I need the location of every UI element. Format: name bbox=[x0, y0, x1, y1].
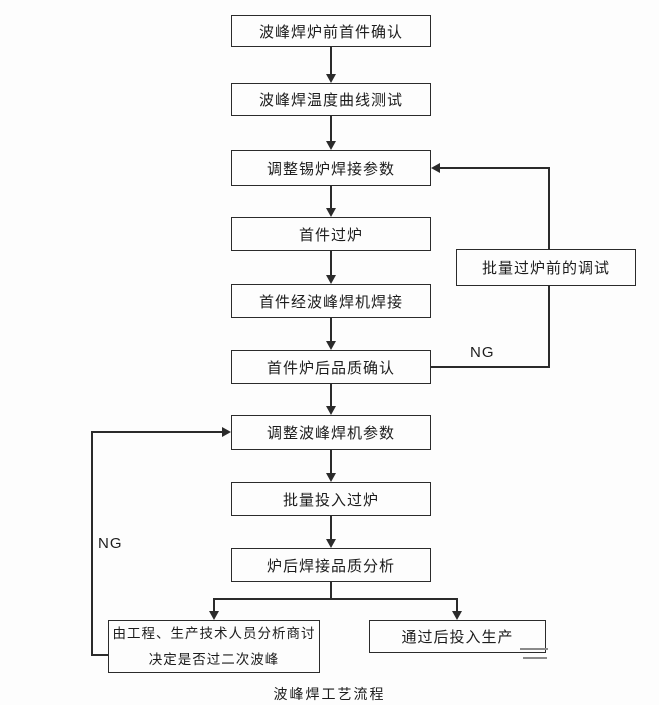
node-put-into-production: 通过后投入生产 bbox=[369, 620, 546, 653]
arrow-8-line bbox=[330, 516, 332, 539]
artifact-mark-1 bbox=[520, 648, 548, 650]
flowchart-caption: 波峰焊工艺流程 bbox=[273, 686, 386, 702]
artifact-mark-2 bbox=[523, 657, 547, 659]
arrow-1-head bbox=[326, 74, 336, 83]
arrow-3-line bbox=[330, 186, 332, 208]
arrow-3-head bbox=[326, 208, 336, 217]
engineer-discussion-line1: 由工程、生产技术人员分析商讨 bbox=[112, 625, 316, 641]
node-first-piece-pass: 首件过炉 bbox=[231, 217, 431, 251]
right-loop-head bbox=[431, 163, 440, 173]
node-adjust-wave-machine-params: 调整波峰焊机参数 bbox=[231, 415, 431, 450]
engineer-discussion-line2: 决定是否过二次波峰 bbox=[148, 651, 280, 667]
node-engineer-discussion: 由工程、生产技术人员分析商讨 决定是否过二次波峰 bbox=[108, 620, 320, 673]
node-adjust-tin-furnace-params: 调整锡炉焊接参数 bbox=[231, 150, 431, 186]
arrow-6-head bbox=[326, 406, 336, 415]
node-post-furnace-quality-analysis: 炉后焊接品质分析 bbox=[231, 548, 431, 582]
arrow-8-head bbox=[326, 539, 336, 548]
node-first-piece-wave-solder: 首件经波峰焊机焊接 bbox=[231, 284, 431, 318]
arrow-2-head bbox=[326, 141, 336, 150]
ng-label-right: NG bbox=[470, 344, 495, 361]
node-pre-batch-debug-note: 批量过炉前的调试 bbox=[456, 249, 636, 286]
left-loop-bottom-line bbox=[92, 654, 108, 656]
right-loop-bottom-line bbox=[431, 366, 550, 368]
left-loop-head bbox=[222, 427, 231, 437]
left-loop-top-line bbox=[92, 431, 222, 433]
right-loop-top-line bbox=[440, 167, 549, 169]
arrow-1-line bbox=[330, 47, 332, 74]
arrow-7-head bbox=[326, 473, 336, 482]
ng-label-left: NG bbox=[98, 535, 123, 552]
arrow-2-line bbox=[330, 116, 332, 141]
split-right-line bbox=[456, 598, 458, 611]
node-pre-furnace-first-check: 波峰焊炉前首件确认 bbox=[231, 15, 431, 47]
arrow-6-line bbox=[330, 384, 332, 406]
node-batch-input-pass: 批量投入过炉 bbox=[231, 482, 431, 516]
split-left-head bbox=[209, 611, 219, 620]
arrow-4-head bbox=[326, 275, 336, 284]
arrow-5-line bbox=[330, 318, 332, 341]
split-left-line bbox=[213, 598, 215, 611]
node-temp-curve-test: 波峰焊温度曲线测试 bbox=[231, 83, 431, 116]
arrow-5-head bbox=[326, 341, 336, 350]
split-stem-line bbox=[330, 582, 332, 600]
arrow-4-line bbox=[330, 251, 332, 275]
split-right-head bbox=[452, 611, 462, 620]
node-first-piece-quality-check: 首件炉后品质确认 bbox=[231, 350, 431, 384]
arrow-7-line bbox=[330, 450, 332, 473]
left-loop-vertical-line bbox=[91, 431, 93, 656]
split-cross-line bbox=[213, 598, 458, 600]
